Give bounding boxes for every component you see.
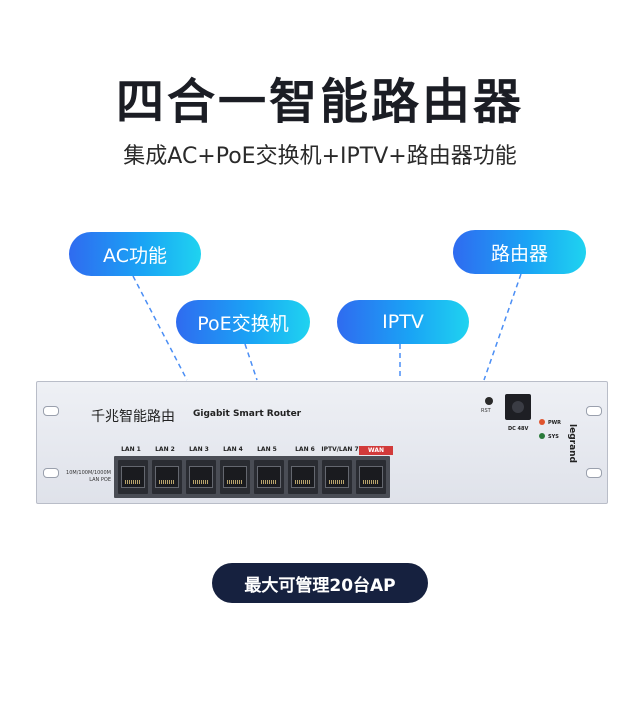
port-label-lan6: LAN 6 bbox=[295, 446, 315, 453]
ethernet-port-icon bbox=[152, 460, 182, 494]
dc-label: DC 48V bbox=[508, 426, 529, 432]
mount-hole bbox=[43, 406, 59, 416]
speed-label: 10M/100M/1000M LAN POE bbox=[66, 470, 111, 483]
pwr-label: PWR bbox=[548, 420, 562, 426]
ethernet-port-icon bbox=[118, 460, 148, 494]
router-device: 千兆智能路由 Gigabit Smart Router 10M/100M/100… bbox=[36, 381, 608, 504]
feature-pill-router: 路由器 bbox=[453, 230, 586, 274]
port-label-lan2: LAN 2 bbox=[155, 446, 175, 453]
feature-pill-poe: PoE交换机 bbox=[176, 300, 310, 344]
pwr-led-icon bbox=[539, 419, 545, 425]
ethernet-port-icon bbox=[220, 460, 250, 494]
ap-capacity-badge: 最大可管理20台AP bbox=[212, 563, 428, 603]
page-title: 四合一智能路由器 bbox=[115, 74, 524, 130]
power-jack-icon bbox=[505, 394, 531, 420]
sys-led-icon bbox=[539, 433, 545, 439]
reset-button bbox=[485, 397, 493, 405]
ethernet-port-icon bbox=[186, 460, 216, 494]
page-subtitle: 集成AC+PoE交换机+IPTV+路由器功能 bbox=[123, 144, 517, 169]
feature-pill-iptv: IPTV bbox=[337, 300, 469, 344]
port-label-lan5: LAN 5 bbox=[257, 446, 277, 453]
feature-pill-ac: AC功能 bbox=[69, 232, 201, 276]
mount-hole bbox=[586, 406, 602, 416]
port-label-wan: WAN bbox=[359, 446, 393, 455]
mount-hole bbox=[43, 468, 59, 478]
ethernet-port-icon bbox=[322, 460, 352, 494]
mount-hole bbox=[586, 468, 602, 478]
ethernet-port-icon bbox=[356, 460, 386, 494]
device-name-cn: 千兆智能路由 bbox=[91, 409, 175, 425]
port-label-iptv: IPTV/LAN 7 bbox=[321, 446, 359, 453]
ethernet-port-icon bbox=[254, 460, 284, 494]
sys-label: SYS bbox=[548, 434, 559, 440]
ethernet-port-icon bbox=[288, 460, 318, 494]
reset-label: RST bbox=[481, 408, 491, 414]
connector-router bbox=[483, 273, 522, 381]
port-label-lan1: LAN 1 bbox=[121, 446, 141, 453]
port-label-lan4: LAN 4 bbox=[223, 446, 243, 453]
ethernet-port-block bbox=[114, 456, 390, 498]
port-label-lan3: LAN 3 bbox=[189, 446, 209, 453]
brand-logo: legrand bbox=[567, 424, 577, 463]
device-name-en: Gigabit Smart Router bbox=[193, 409, 302, 419]
connector-ac bbox=[132, 275, 188, 381]
connector-poe bbox=[244, 343, 258, 381]
